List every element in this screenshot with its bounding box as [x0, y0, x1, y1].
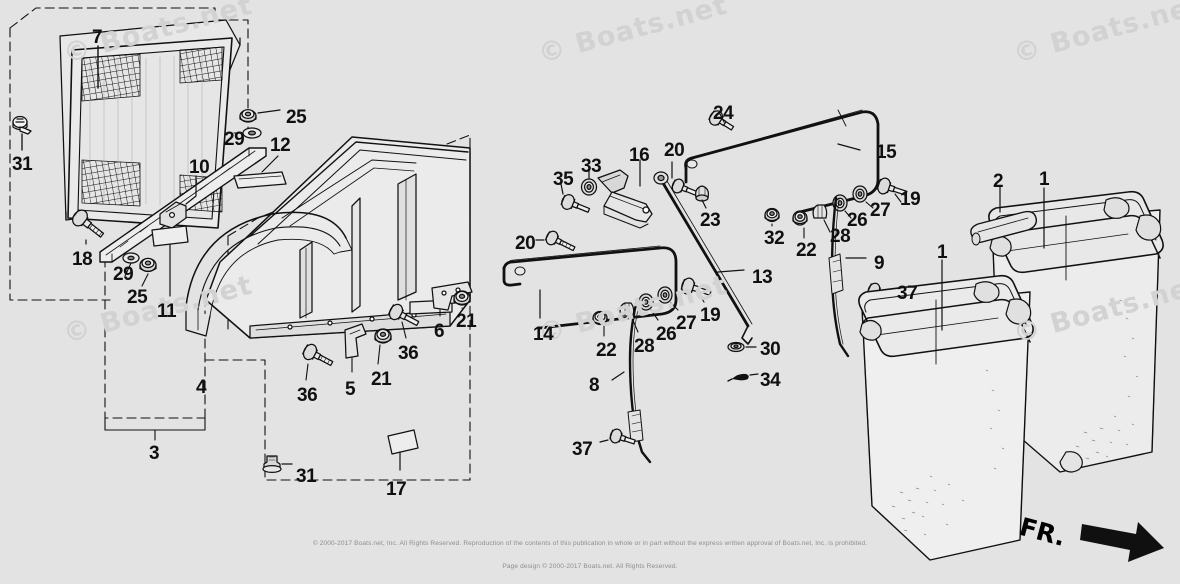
- callout-number-34[interactable]: 34: [760, 370, 781, 391]
- callout-number-27[interactable]: 27: [870, 200, 891, 221]
- callout-number-36[interactable]: 36: [297, 385, 318, 406]
- callout-number-10[interactable]: 10: [189, 157, 210, 178]
- callout-number-7[interactable]: 7: [92, 27, 103, 48]
- callout-number-28[interactable]: 28: [830, 226, 851, 247]
- copyright-footer: © 2000-2017 Boats.net, Inc. All Rights R…: [0, 527, 1180, 584]
- callout-number-26[interactable]: 26: [847, 210, 868, 231]
- callout-number-31[interactable]: 31: [12, 154, 33, 175]
- callout-number-2[interactable]: 2: [993, 171, 1004, 192]
- callout-number-33[interactable]: 33: [581, 156, 602, 177]
- callout-number-31[interactable]: 31: [296, 466, 317, 487]
- callout-number-19[interactable]: 19: [900, 189, 921, 210]
- callout-number-28[interactable]: 28: [634, 336, 655, 357]
- copyright-line-1: © 2000-2017 Boats.net, Inc. All Rights R…: [312, 540, 868, 548]
- callout-number-32[interactable]: 32: [764, 228, 785, 249]
- callout-number-22[interactable]: 22: [796, 240, 817, 261]
- callout-number-21[interactable]: 21: [371, 369, 392, 390]
- callout-number-36[interactable]: 36: [398, 343, 419, 364]
- callout-number-23[interactable]: 23: [700, 210, 721, 231]
- callout-number-37[interactable]: 37: [572, 439, 593, 460]
- callout-number-26[interactable]: 26: [656, 324, 677, 345]
- callout-number-14[interactable]: 14: [533, 324, 554, 345]
- callout-number-15[interactable]: 15: [876, 142, 897, 163]
- callout-number-13[interactable]: 13: [752, 267, 773, 288]
- callout-number-17[interactable]: 17: [386, 479, 407, 500]
- callout-number-6[interactable]: 6: [434, 321, 445, 342]
- callout-number-25[interactable]: 25: [286, 107, 307, 128]
- callout-number-25[interactable]: 25: [127, 287, 148, 308]
- callout-number-12[interactable]: 12: [270, 135, 291, 156]
- callout-number-4[interactable]: 4: [196, 377, 207, 398]
- callout-number-37[interactable]: 37: [897, 283, 918, 304]
- callout-number-29[interactable]: 29: [224, 129, 245, 150]
- callout-number-3[interactable]: 3: [149, 443, 160, 464]
- callout-number-21[interactable]: 21: [456, 311, 477, 332]
- callout-number-35[interactable]: 35: [553, 169, 574, 190]
- callout-number-8[interactable]: 8: [589, 375, 600, 396]
- callout-number-22[interactable]: 22: [596, 340, 617, 361]
- callout-number-1[interactable]: 1: [937, 242, 948, 263]
- callout-number-16[interactable]: 16: [629, 145, 650, 166]
- callout-number-20[interactable]: 20: [515, 233, 536, 254]
- callout-number-20[interactable]: 20: [664, 140, 685, 161]
- callout-number-5[interactable]: 5: [345, 379, 356, 400]
- callout-number-24[interactable]: 24: [713, 103, 734, 124]
- callout-number-9[interactable]: 9: [874, 253, 885, 274]
- callout-number-29[interactable]: 29: [113, 264, 134, 285]
- copyright-line-2: Page design © 2000-2017 Boats.net. All R…: [502, 563, 678, 571]
- callout-number-30[interactable]: 30: [760, 339, 781, 360]
- callout-number-1[interactable]: 1: [1039, 169, 1050, 190]
- callout-number-18[interactable]: 18: [72, 249, 93, 270]
- callout-number-11[interactable]: 11: [157, 301, 177, 322]
- callout-number-27[interactable]: 27: [676, 313, 697, 334]
- callout-number-19[interactable]: 19: [700, 305, 721, 326]
